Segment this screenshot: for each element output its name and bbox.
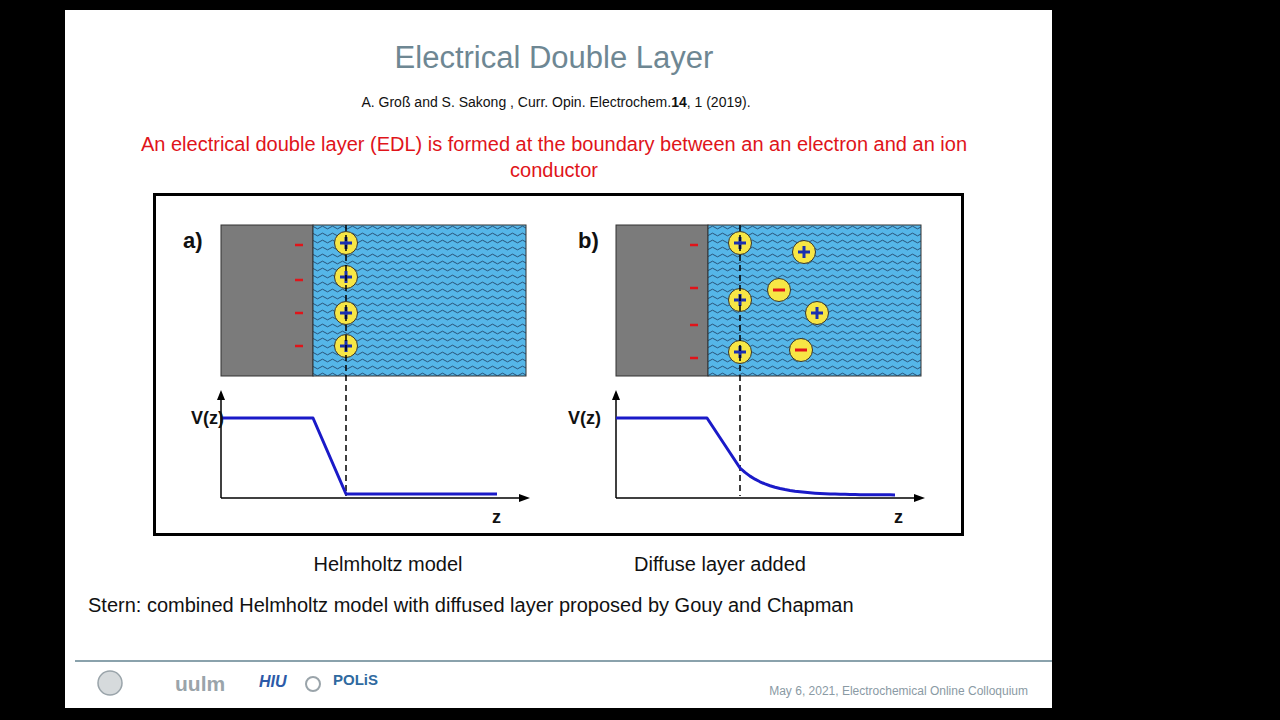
footer-date: May 6, 2021, Electrochemical Online Coll… bbox=[769, 685, 1028, 699]
surface-charge bbox=[295, 312, 303, 315]
panel-label: b) bbox=[578, 228, 599, 253]
axis-label: z bbox=[894, 507, 903, 528]
axis-arrow bbox=[217, 390, 225, 400]
panel-caption: Helmholtz model bbox=[314, 553, 463, 576]
cation-symbol bbox=[729, 232, 752, 255]
axis-label: V(z) bbox=[191, 408, 224, 429]
axis-arrow bbox=[519, 494, 530, 502]
citation: A. Groß and S. Sakong , Curr. Opin. Elec… bbox=[361, 94, 750, 110]
surface-charge bbox=[690, 244, 698, 247]
logo-text: HIU bbox=[259, 673, 287, 691]
panel-frame bbox=[155, 195, 963, 535]
citation-authors: A. Groß and S. Sakong , Curr. Opin. Elec… bbox=[361, 94, 671, 110]
axis-label: z bbox=[492, 507, 501, 528]
electrode bbox=[616, 225, 708, 376]
surface-charge bbox=[690, 324, 698, 327]
logo-seal bbox=[98, 671, 122, 695]
axis-line bbox=[616, 497, 916, 499]
panel-label: a) bbox=[183, 228, 203, 253]
logo-text: POLiS bbox=[333, 671, 378, 688]
panel-caption: Diffuse layer added bbox=[634, 553, 806, 576]
red-statement: An electrical double layer (EDL) is form… bbox=[99, 131, 1009, 183]
cation-symbol bbox=[793, 241, 816, 264]
slide-title: Electrical Double Layer bbox=[395, 40, 714, 76]
plane-marker bbox=[345, 225, 347, 496]
note-text: Stern: combined Helmholtz model with dif… bbox=[88, 594, 854, 617]
citation-page: , 1 (2019). bbox=[687, 94, 751, 110]
axis-arrow bbox=[612, 390, 620, 400]
potential-curve bbox=[221, 418, 497, 494]
axis-line bbox=[221, 497, 521, 499]
axis-arrow bbox=[914, 494, 925, 502]
axis-label: V(z) bbox=[568, 408, 601, 429]
axis-line bbox=[615, 398, 617, 498]
electrode bbox=[221, 225, 313, 376]
cation-symbol bbox=[335, 302, 358, 325]
surface-charge bbox=[295, 244, 303, 247]
cation-symbol bbox=[806, 302, 829, 325]
anion-symbol bbox=[790, 339, 813, 362]
surface-charge bbox=[295, 345, 303, 348]
surface-charge bbox=[690, 287, 698, 290]
cation-symbol bbox=[335, 232, 358, 255]
logo-mark bbox=[306, 677, 320, 691]
electrolyte bbox=[313, 225, 526, 376]
potential-curve bbox=[616, 418, 895, 495]
anion-symbol bbox=[768, 279, 791, 302]
logo-text: uulm bbox=[175, 672, 225, 696]
plane-marker bbox=[739, 225, 741, 496]
surface-charge bbox=[295, 279, 303, 282]
citation-volume: 14 bbox=[671, 94, 687, 110]
surface-charge bbox=[690, 357, 698, 360]
footer-rule bbox=[75, 660, 1052, 662]
